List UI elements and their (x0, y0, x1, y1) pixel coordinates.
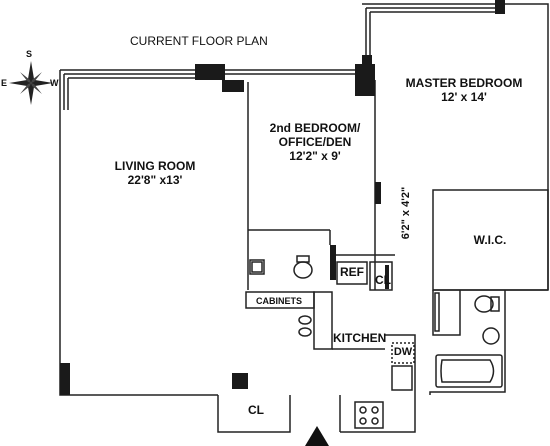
entry-closet-outline (217, 395, 291, 433)
cabinets-label: CABINETS (255, 296, 302, 306)
living-room-outer-frame (59, 70, 218, 396)
entry-closet-label: CL (248, 403, 264, 417)
hall-size: 6'2" x 4'2" (400, 186, 412, 240)
sink (391, 365, 413, 391)
den-name-line2: OFFICE/DEN (278, 135, 352, 149)
bath-outline (432, 290, 461, 336)
living-room-size: 22'8" x13' (127, 173, 183, 187)
kitchen-name: KITCHEN (333, 331, 387, 345)
structural-walls (60, 0, 505, 395)
plan-title: CURRENT FLOOR PLAN (130, 34, 268, 48)
master-bedroom-size: 12' x 14' (441, 90, 487, 104)
toilet-2 (474, 295, 494, 313)
bathtub (435, 354, 503, 388)
ref-label: REF (340, 265, 364, 279)
den-size: 12'2" x 9' (289, 149, 341, 163)
dishwasher (391, 342, 415, 364)
compass-west-label: W (50, 78, 59, 88)
dishwasher-label: DW (393, 346, 413, 358)
ref-box (336, 261, 368, 285)
kitchen-island (313, 291, 333, 350)
wic-name: W.I.C. (473, 233, 507, 247)
stove (354, 401, 384, 429)
toilet-1 (293, 261, 313, 279)
compass-north-label: S (26, 49, 33, 59)
den-name-line1: 2nd BEDROOM/ (269, 121, 361, 135)
hall-closet-label: CL (375, 273, 391, 287)
compass-east-label: E (1, 78, 8, 88)
compass-rose-icon (9, 61, 53, 105)
entry-arrow-icon (305, 426, 329, 446)
living-room-name: LIVING ROOM (114, 159, 196, 173)
master-bedroom-name: MASTER BEDROOM (405, 76, 523, 90)
